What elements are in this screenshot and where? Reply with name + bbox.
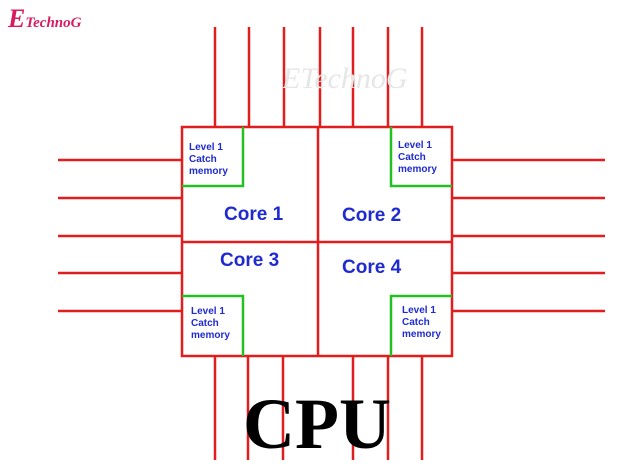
cache-box-bottom-left [182, 294, 245, 356]
cache-label-bottom-right: Level 1 Catch memory [402, 305, 441, 340]
core-1-label: Core 1 [224, 204, 284, 225]
cache-boxes [182, 127, 452, 356]
core-3-label: Core 3 [220, 250, 280, 271]
cache-box-top-right [389, 127, 452, 188]
cache-label-top-left: Level 1 Catch memory [189, 142, 228, 177]
watermark: ETechnoG [282, 62, 408, 95]
logo-initial: E [8, 4, 26, 33]
cache-box-top-left [182, 127, 245, 188]
cache-box-bottom-right [389, 294, 452, 356]
core-2-label: Core 2 [342, 205, 402, 226]
core-4-label: Core 4 [342, 257, 402, 278]
cache-label-top-right: Level 1 Catch memory [398, 140, 437, 175]
etechnog-logo: ETechnoG [8, 4, 81, 34]
logo-text: TechnoG [25, 15, 82, 31]
cpu-title: CPU [243, 384, 391, 464]
cpu-chip [180, 125, 454, 358]
cpu-pins [58, 27, 605, 460]
cache-label-bottom-left: Level 1 Catch memory [191, 306, 230, 341]
